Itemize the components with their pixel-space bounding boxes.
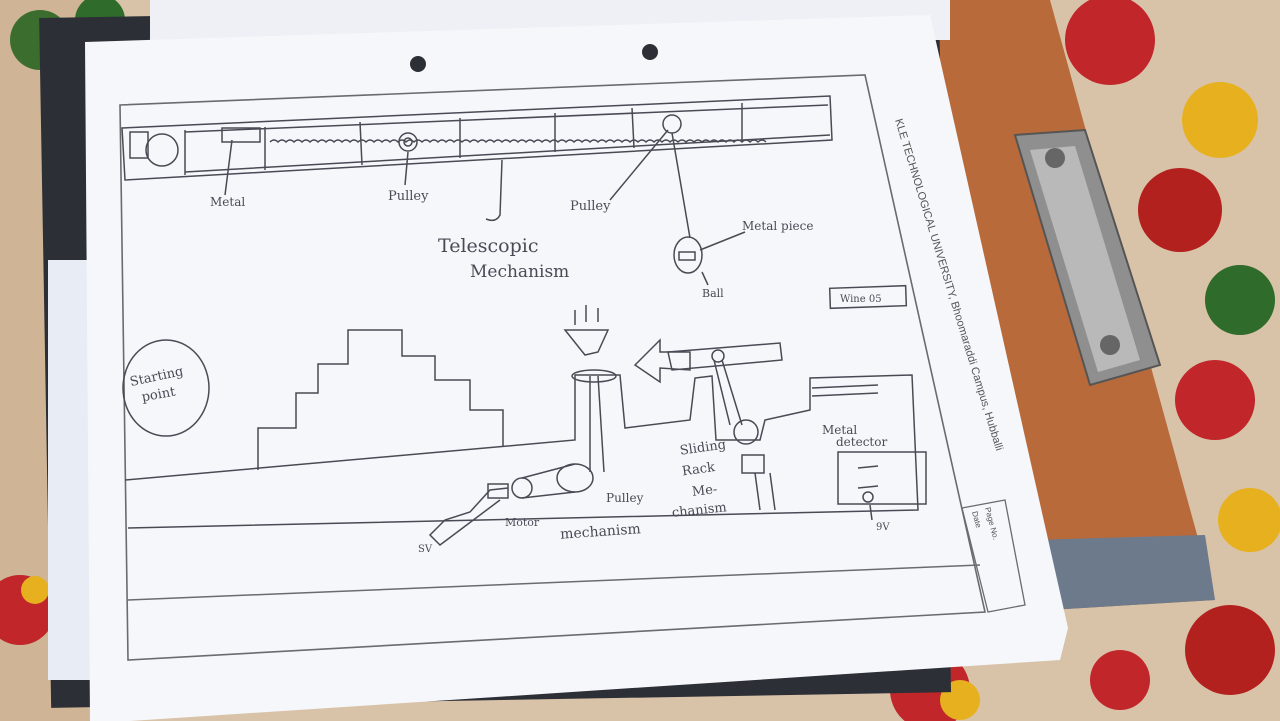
label-me: Me- [691, 482, 718, 500]
label-telescopic: Telescopic [438, 235, 538, 257]
label-sv: SV [418, 544, 433, 555]
label-mechanism: Mechanism [470, 262, 569, 282]
label-pulley-left: Pulley [388, 189, 429, 204]
punch-hole [410, 56, 426, 72]
punch-hole [642, 44, 658, 60]
label-motor: Motor [505, 516, 540, 529]
label-boxed: Wine 05 [840, 294, 882, 305]
label-metal-detector-2: detector [836, 435, 887, 449]
label-metal-piece: Metal piece [742, 219, 813, 233]
label-metal: Metal [210, 195, 245, 209]
label-pulley-bottom: Pulley [606, 491, 644, 505]
label-ball: Ball [702, 287, 724, 300]
label-pulley-right: Pulley [570, 199, 611, 214]
label-9v: 9V [876, 522, 890, 533]
